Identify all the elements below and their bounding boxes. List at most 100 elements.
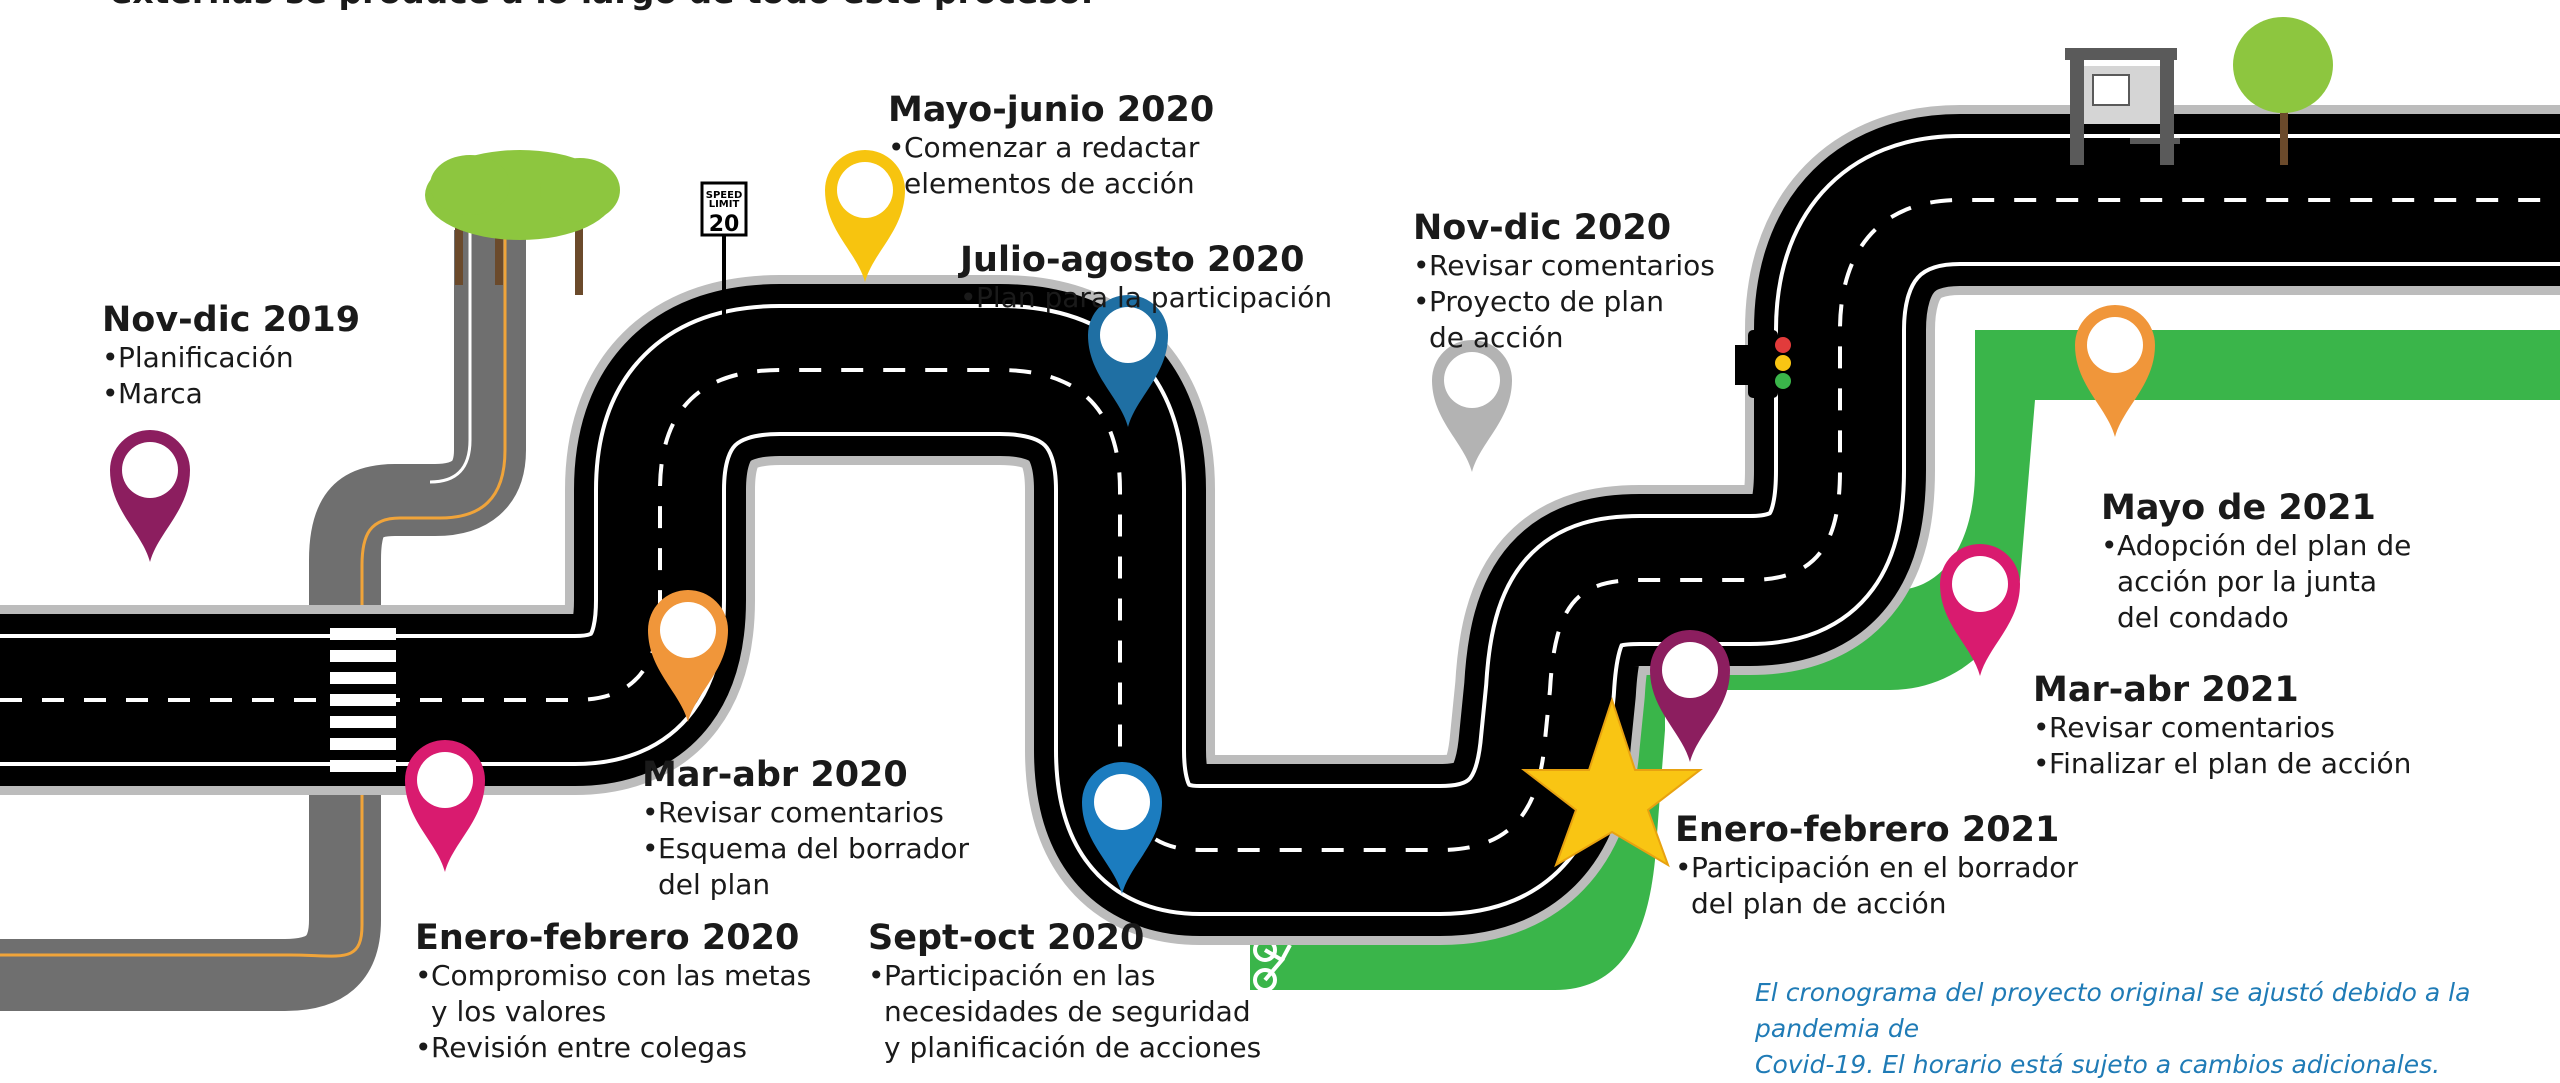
milestone-title: Julio-agosto 2020 [960, 240, 1305, 280]
milestone-items: •Planificación•Marca [102, 340, 360, 412]
milestone-item-text: Participación en las necesidades de segu… [884, 959, 1262, 1064]
intro-text: externas se produce a lo largo de todo e… [110, 0, 1093, 14]
milestone-title: Enero-febrero 2020 [415, 918, 800, 958]
map-pin-icon [405, 740, 485, 872]
milestone-items: •Revisar comentarios•Proyecto de plan de… [1413, 248, 1715, 356]
milestone-item: •Esquema del borrador del plan [642, 831, 969, 903]
bullet: • [960, 281, 977, 314]
bullet: • [2101, 529, 2118, 562]
speed-sign-line1: SPEED [706, 190, 743, 201]
milestone-item-text: Esquema del borrador del plan [658, 832, 970, 901]
milestone: Sept-oct 2020•Participación en las neces… [868, 918, 1261, 1066]
bus-stop-shelter [2065, 48, 2180, 165]
bullet: • [415, 959, 432, 992]
milestone: Mar-abr 2021•Revisar comentarios•Finaliz… [2033, 670, 2411, 782]
milestone-item: •Compromiso con las metas y los valores [415, 958, 811, 1030]
bullet: • [1675, 851, 1692, 884]
milestone: Enero-febrero 2021•Participación en el b… [1675, 810, 2078, 922]
bullet: • [1413, 249, 1430, 282]
milestone-item: •Revisar comentarios [2033, 710, 2411, 746]
milestone-item-text: Revisar comentarios [658, 796, 944, 829]
milestone-item-text: Planificación [118, 341, 294, 374]
milestone-items: •Participación en el borrador del plan d… [1675, 850, 2078, 922]
tree-left [425, 150, 620, 295]
milestone-item-text: Participación en el borrador del plan de… [1691, 851, 2078, 920]
bullet: • [415, 1031, 432, 1064]
milestone: Nov-dic 2020•Revisar comentarios•Proyect… [1413, 208, 1715, 356]
main-road [0, 105, 2560, 945]
milestone-item: •Revisar comentarios [642, 795, 969, 831]
milestone-item: •Revisión entre colegas [415, 1030, 811, 1066]
map-pin-icon [1940, 544, 2020, 676]
bullet: • [642, 796, 659, 829]
milestone-item-text: Revisar comentarios [2049, 711, 2335, 744]
milestone-item-text: Plan para la participación [976, 281, 1333, 314]
bullet: • [2033, 711, 2050, 744]
map-pins [110, 150, 2155, 894]
speed-sign-value: 20 [709, 212, 740, 237]
milestone-item-text: Revisión entre colegas [431, 1031, 747, 1064]
milestone-item: •Adopción del plan de acción por la junt… [2101, 528, 2411, 636]
bullet: • [868, 959, 885, 992]
bullet: • [888, 131, 905, 164]
tree-right [2233, 17, 2333, 165]
milestone-title: Nov-dic 2019 [102, 300, 361, 340]
map-pin-icon [110, 430, 190, 562]
milestone: Mar-abr 2020•Revisar comentarios•Esquema… [642, 755, 969, 903]
side-road [0, 230, 526, 1011]
milestone-item-text: Marca [118, 377, 203, 410]
milestone: Enero-febrero 2020•Compromiso con las me… [415, 918, 811, 1066]
milestone-item: •Proyecto de plan de acción [1413, 284, 1715, 356]
speed-sign-line2: LIMIT [709, 199, 740, 210]
milestone: Julio-agosto 2020•Plan para la participa… [960, 240, 1332, 316]
milestone-items: •Revisar comentarios•Finalizar el plan d… [2033, 710, 2411, 782]
milestone-item-text: Adopción del plan de acción por la junta… [2117, 529, 2412, 634]
milestone-title: Mayo-junio 2020 [888, 90, 1215, 130]
milestone-item: •Finalizar el plan de acción [2033, 746, 2411, 782]
milestone-title: Nov-dic 2020 [1413, 208, 1672, 248]
bullet: • [1413, 285, 1430, 318]
milestone-items: •Compromiso con las metas y los valores•… [415, 958, 811, 1066]
map-pin-icon [2075, 305, 2155, 437]
map-pin-icon [1082, 762, 1162, 894]
map-pin-icon [1432, 340, 1512, 472]
milestone-title: Sept-oct 2020 [868, 918, 1145, 958]
milestone-item-text: Compromiso con las metas y los valores [431, 959, 812, 1028]
milestone-items: •Revisar comentarios•Esquema del borrado… [642, 795, 969, 903]
milestone: Mayo de 2021•Adopción del plan de acción… [2101, 488, 2411, 636]
milestone-title: Mar-abr 2021 [2033, 670, 2299, 710]
map-pin-icon [825, 150, 905, 282]
milestone-item-text: Finalizar el plan de acción [2049, 747, 2412, 780]
star [1521, 696, 1703, 868]
milestone-title: Mayo de 2021 [2101, 488, 2376, 528]
map-pin-icon [648, 590, 728, 722]
milestone-item: •Plan para la participación [960, 280, 1332, 316]
milestone-item: •Marca [102, 376, 360, 412]
milestone-item: •Comenzar a redactar elementos de acción [888, 130, 1214, 202]
bullet: • [102, 377, 119, 410]
bicycle-icon [1253, 938, 1292, 992]
bullet: • [102, 341, 119, 374]
milestone-item: •Participación en el borrador del plan d… [1675, 850, 2078, 922]
milestone-item-text: Revisar comentarios [1429, 249, 1715, 282]
bullet: • [642, 832, 659, 865]
traffic-light [1735, 330, 1791, 505]
milestone-item: •Revisar comentarios [1413, 248, 1715, 284]
milestone-item-text: Proyecto de plan de acción [1429, 285, 1664, 354]
milestone: Nov-dic 2019•Planificación•Marca [102, 300, 360, 412]
milestone-items: •Plan para la participación [960, 280, 1332, 316]
bullet: • [2033, 747, 2050, 780]
milestone: Mayo-junio 2020•Comenzar a redactar elem… [888, 90, 1214, 202]
milestone-item: •Participación en las necesidades de seg… [868, 958, 1261, 1066]
milestone-items: •Comenzar a redactar elementos de acción [888, 130, 1214, 202]
milestone-title: Mar-abr 2020 [642, 755, 908, 795]
crosswalk [330, 628, 396, 772]
milestone-items: •Adopción del plan de acción por la junt… [2101, 528, 2411, 636]
milestone-item: •Planificación [102, 340, 360, 376]
milestone-item-text: Comenzar a redactar elementos de acción [904, 131, 1200, 200]
milestone-items: •Participación en las necesidades de seg… [868, 958, 1261, 1066]
map-pin-icon [1650, 630, 1730, 762]
milestone-title: Enero-febrero 2021 [1675, 810, 2060, 850]
